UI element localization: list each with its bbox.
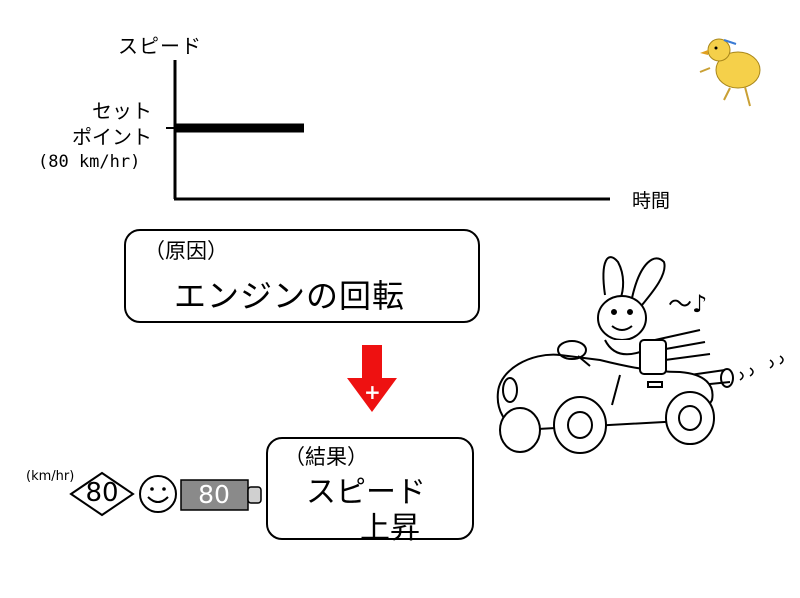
setpoint-label: セット ポイント <box>60 98 152 150</box>
meter-value: 80 <box>198 480 230 509</box>
diamond-sign <box>69 471 135 517</box>
speed-limit-value: 80 <box>85 478 119 508</box>
setpoint-label-line: セット <box>92 99 152 123</box>
effect-text-line1: スピード <box>306 475 426 510</box>
setpoint-value: (80 km/hr) <box>38 152 141 172</box>
duck-icon <box>699 38 761 107</box>
effect-box: （結果） スピード 上昇 <box>266 437 474 546</box>
setpoint-label-line: ポイント <box>72 125 152 149</box>
x-axis-label: 時間 <box>632 190 671 212</box>
cause-tag: （原因） <box>144 239 228 263</box>
bunny-car-illustration <box>496 256 784 454</box>
red-arrow <box>347 345 397 412</box>
arrow-plus-sign: + <box>364 380 381 404</box>
y-axis-label: スピード <box>118 34 202 58</box>
effect-text-line2: 上昇 <box>360 511 420 546</box>
cause-box: （原因） エンジンの回転 <box>124 229 480 323</box>
speed-meter <box>180 479 262 511</box>
cause-text: エンジンの回転 <box>174 277 406 315</box>
bunny-notes: ～♪ <box>668 290 708 318</box>
smiley-icon <box>139 475 177 513</box>
speed-unit-label: (km/hr) <box>26 469 75 484</box>
effect-tag: （結果） <box>284 445 368 469</box>
